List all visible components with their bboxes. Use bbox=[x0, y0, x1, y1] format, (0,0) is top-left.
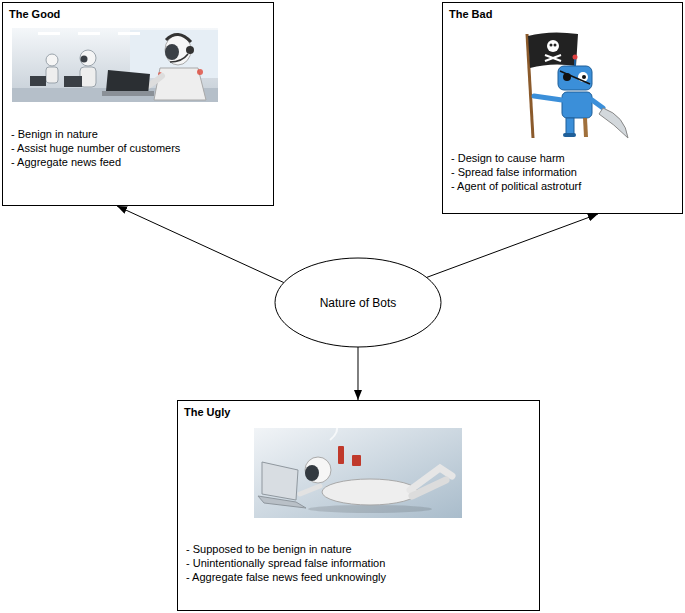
ellipse-shape bbox=[275, 258, 441, 347]
pirate-robot-picture-part bbox=[592, 100, 603, 108]
bullet-item: - Aggregate news feed bbox=[11, 155, 267, 169]
pirate-robot-picture-part bbox=[554, 44, 557, 47]
lying-robot-picture bbox=[254, 424, 462, 518]
pirate-robot-picture bbox=[527, 32, 628, 138]
pirate-robot-picture-part bbox=[562, 92, 592, 118]
lying-robot-picture-part bbox=[305, 457, 331, 483]
office-robots-picture-part bbox=[118, 32, 140, 35]
pirate-robot-picture-part bbox=[582, 75, 586, 79]
lying-robot-picture-part bbox=[308, 505, 432, 513]
pirate-robot-picture-part bbox=[545, 55, 561, 61]
office-robots-picture-part bbox=[12, 28, 218, 102]
lying-robot-picture-part bbox=[254, 428, 462, 518]
office-robots-picture-part bbox=[197, 69, 203, 75]
bullet-item: - Benign in nature bbox=[11, 127, 267, 141]
bullet-item: - Spread false information bbox=[451, 165, 676, 179]
lying-robot-picture-part bbox=[305, 465, 319, 481]
bullet-item: - Design to cause harm bbox=[451, 151, 676, 165]
pirate-robot-picture-part bbox=[573, 55, 578, 60]
bullet-item: - Unintentionally spread false informati… bbox=[186, 556, 533, 570]
arrow-connector bbox=[117, 206, 284, 283]
arrow-connector bbox=[357, 347, 358, 400]
office-robots-picture-part bbox=[46, 67, 58, 83]
lying-robot-picture-part bbox=[258, 496, 306, 508]
office-robots-picture-part bbox=[80, 50, 96, 66]
pirate-robot-picture-part bbox=[534, 96, 562, 100]
office-robots-picture-part bbox=[64, 76, 82, 87]
bullet-list: - Supposed to be benign in nature- Unint… bbox=[186, 542, 533, 584]
lying-robot-picture-part bbox=[412, 480, 446, 496]
office-robots-picture-part bbox=[38, 32, 60, 35]
office-robots-picture-part bbox=[154, 68, 206, 100]
bullet-list: - Benign in nature- Assist huge number o… bbox=[11, 127, 267, 169]
category-box: The Good - Benign in nature- Assist huge … bbox=[2, 2, 274, 206]
category-box: The Bad - Design to cause harm- Spread fa… bbox=[442, 2, 683, 214]
category-box: The Ugly - Supposed to be benign in natur… bbox=[177, 400, 540, 611]
pirate-robot-picture-part bbox=[547, 40, 559, 52]
lying-robot-picture-part bbox=[322, 479, 418, 505]
bullet-list: - Design to cause harm- Spread false inf… bbox=[451, 151, 676, 193]
lying-robot-picture-part bbox=[330, 424, 337, 440]
office-robots-picture-part bbox=[166, 34, 191, 42]
center-label: Nature of Bots bbox=[312, 296, 405, 310]
office-robots-picture-part bbox=[46, 54, 58, 66]
box-heading: The Ugly bbox=[184, 405, 539, 419]
office-robots-picture-part bbox=[30, 76, 46, 86]
office-robots-picture-part bbox=[165, 44, 179, 60]
pirate-robot-picture-part bbox=[566, 118, 574, 134]
bullet-item: - Supposed to be benign in nature bbox=[186, 542, 533, 556]
office-robots-picture-part bbox=[78, 32, 100, 35]
pirate-robot-picture-part bbox=[528, 32, 578, 68]
lying-robot-picture-part bbox=[262, 462, 298, 500]
lying-robot-picture-part bbox=[338, 446, 344, 464]
pirate-robot-picture-part bbox=[560, 71, 590, 84]
office-robots-picture-part bbox=[102, 91, 154, 96]
bullet-item: - Aggregate false news feed unknowingly bbox=[186, 570, 533, 584]
lying-robot-picture-part bbox=[352, 455, 361, 466]
bullet-item: - Assist huge number of customers bbox=[11, 141, 267, 155]
box-heading: The Bad bbox=[449, 7, 682, 21]
pirate-robot-picture-part bbox=[550, 44, 553, 47]
pirate-robot-picture-part bbox=[545, 55, 561, 61]
pirate-robot-picture-part bbox=[558, 66, 592, 90]
arrow-connector bbox=[427, 214, 598, 277]
office-robots-picture bbox=[12, 28, 218, 102]
box-heading: The Good bbox=[9, 7, 273, 21]
center-ellipse: Nature of Bots bbox=[274, 257, 442, 348]
office-robots-picture-part bbox=[170, 54, 188, 62]
pirate-robot-picture-part bbox=[599, 108, 628, 138]
pirate-robot-picture-part bbox=[585, 118, 586, 137]
office-robots-picture-part bbox=[80, 67, 96, 87]
bullet-item: - Agent of political astroturf bbox=[451, 179, 676, 193]
pirate-robot-picture-part bbox=[563, 133, 576, 137]
office-robots-picture-part bbox=[186, 46, 194, 54]
lying-robot-picture-part bbox=[300, 486, 320, 494]
office-robots-picture-part bbox=[81, 56, 88, 63]
